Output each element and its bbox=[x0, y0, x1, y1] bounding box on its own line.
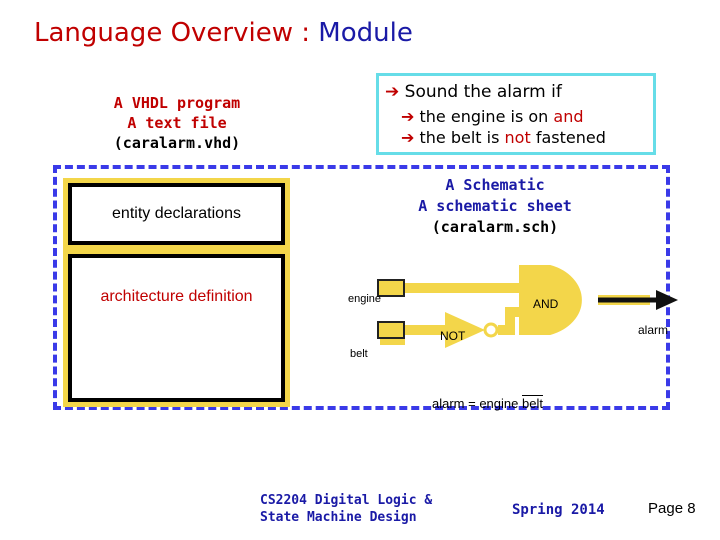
equation-left: alarm = engine bbox=[432, 396, 519, 411]
equation-belt-complement: belt bbox=[522, 396, 543, 411]
arrow-right-icon: ➔ bbox=[401, 128, 415, 147]
circuit-wires bbox=[380, 283, 650, 345]
belt-input-port bbox=[377, 321, 405, 339]
footer-term: Spring 2014 bbox=[512, 502, 605, 518]
page-number: Page 8 bbox=[648, 500, 696, 517]
architecture-label: architecture definition bbox=[100, 288, 253, 305]
output-arrow-icon bbox=[656, 290, 678, 310]
entity-declarations-box: entity declarations bbox=[68, 183, 285, 245]
vhdl-line-1: A VHDL program bbox=[113, 94, 241, 112]
engine-input-port bbox=[377, 279, 405, 297]
callout-line-1: ➔ Sound the alarm if bbox=[385, 82, 562, 102]
title-main: Language Overview bbox=[34, 18, 293, 48]
not-to-and-wire bbox=[498, 307, 520, 335]
arrow-right-icon: ➔ bbox=[385, 82, 400, 102]
callout-line-3: ➔ the belt is not fastened bbox=[401, 128, 606, 147]
callout-text-3: the belt is bbox=[419, 128, 500, 147]
alarm-label: alarm bbox=[638, 323, 668, 337]
boolean-equation: alarm = engine belt bbox=[432, 396, 543, 411]
page-title: Language Overview : Module bbox=[34, 18, 413, 48]
callout-line-2: ➔ the engine is on and bbox=[401, 107, 584, 126]
callout-text-2: the engine is on bbox=[419, 107, 549, 126]
and-gate-label: AND bbox=[533, 297, 559, 311]
belt-label: belt bbox=[350, 348, 368, 360]
entity-label: entity declarations bbox=[112, 205, 241, 222]
callout-text-1: Sound the alarm if bbox=[404, 82, 562, 102]
schematic-label: A Schematic A schematic sheet (caralarm.… bbox=[405, 175, 585, 238]
schematic-filename: (caralarm.sch) bbox=[431, 218, 559, 236]
title-module: Module bbox=[318, 18, 413, 48]
not-gate-bubble bbox=[483, 322, 499, 338]
engine-label: engine bbox=[348, 293, 381, 305]
schematic-line-1: A Schematic bbox=[445, 176, 545, 194]
vhdl-filename: (caralarm.vhd) bbox=[113, 134, 241, 152]
footer-course: CS2204 Digital Logic & State Machine Des… bbox=[260, 492, 432, 526]
architecture-definition-box: architecture definition bbox=[68, 254, 285, 402]
title-separator: : bbox=[301, 18, 311, 48]
requirement-callout: ➔ Sound the alarm if ➔ the engine is on … bbox=[376, 73, 656, 155]
not-gate bbox=[445, 312, 485, 348]
vhdl-line-2: A text file bbox=[127, 114, 227, 132]
callout-keyword-and: and bbox=[553, 107, 584, 126]
and-gate bbox=[519, 265, 582, 335]
not-gate-label: NOT bbox=[440, 329, 466, 343]
module-boundary bbox=[53, 165, 670, 410]
course-line-1: CS2204 Digital Logic & bbox=[260, 493, 433, 508]
schematic-line-2: A schematic sheet bbox=[418, 197, 572, 215]
callout-text-3b: fastened bbox=[535, 128, 606, 147]
vhdl-program-label: A VHDL program A text file (caralarm.vhd… bbox=[92, 93, 262, 153]
course-line-2: State Machine Design bbox=[260, 510, 417, 525]
arrow-right-icon: ➔ bbox=[401, 107, 415, 126]
callout-keyword-not: not bbox=[504, 128, 531, 147]
